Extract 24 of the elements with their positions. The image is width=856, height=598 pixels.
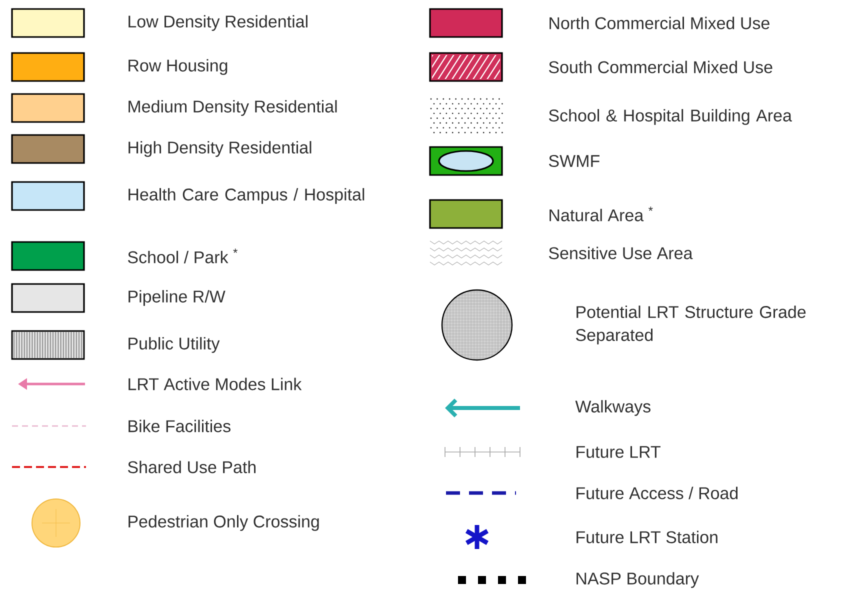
- legend-label: Public Utility: [128, 337, 220, 353]
- legend-label: High Density Residential: [128, 141, 312, 157]
- legend-label: Medium Density Residential: [128, 100, 337, 116]
- legend-label: NASP Boundary: [576, 572, 699, 588]
- legend-label: Low Density Residential: [128, 15, 308, 31]
- legend-label: Future LRT Station: [576, 530, 718, 544]
- legend-label: LRT Active Modes Link: [128, 378, 302, 390]
- legend-label: School & Hospital Building Area: [548, 109, 792, 125]
- legend-label: Pedestrian Only Crossing: [128, 515, 319, 531]
- legend-label: North Commercial Mixed Use: [550, 16, 770, 30]
- legend-label: SWMF: [548, 154, 600, 168]
- legend-label: Row Housing: [128, 59, 228, 75]
- legend-label: Walkways: [575, 400, 650, 416]
- legend-label: Pipeline R/W: [128, 290, 226, 306]
- legend-label: School / Park $^{*}$: [128, 248, 238, 264]
- legend-label: Health Care Campus / Hospital: [128, 188, 364, 204]
- legend-label: Future Access / Road: [576, 486, 738, 500]
- legend-label: Bike Facilities: [128, 420, 230, 432]
- legend-label: Sensitive Use Area: [548, 246, 693, 260]
- legend-label: Shared Use Path: [128, 460, 256, 474]
- legend-label: Future LRT: [576, 446, 660, 458]
- legend-label: South Commercial Mixed Use: [548, 60, 772, 74]
- legend-label: Potential LRT Structure Grade Separated: [576, 306, 806, 344]
- legend-label: Natural Area $^{*}$: [550, 206, 653, 222]
